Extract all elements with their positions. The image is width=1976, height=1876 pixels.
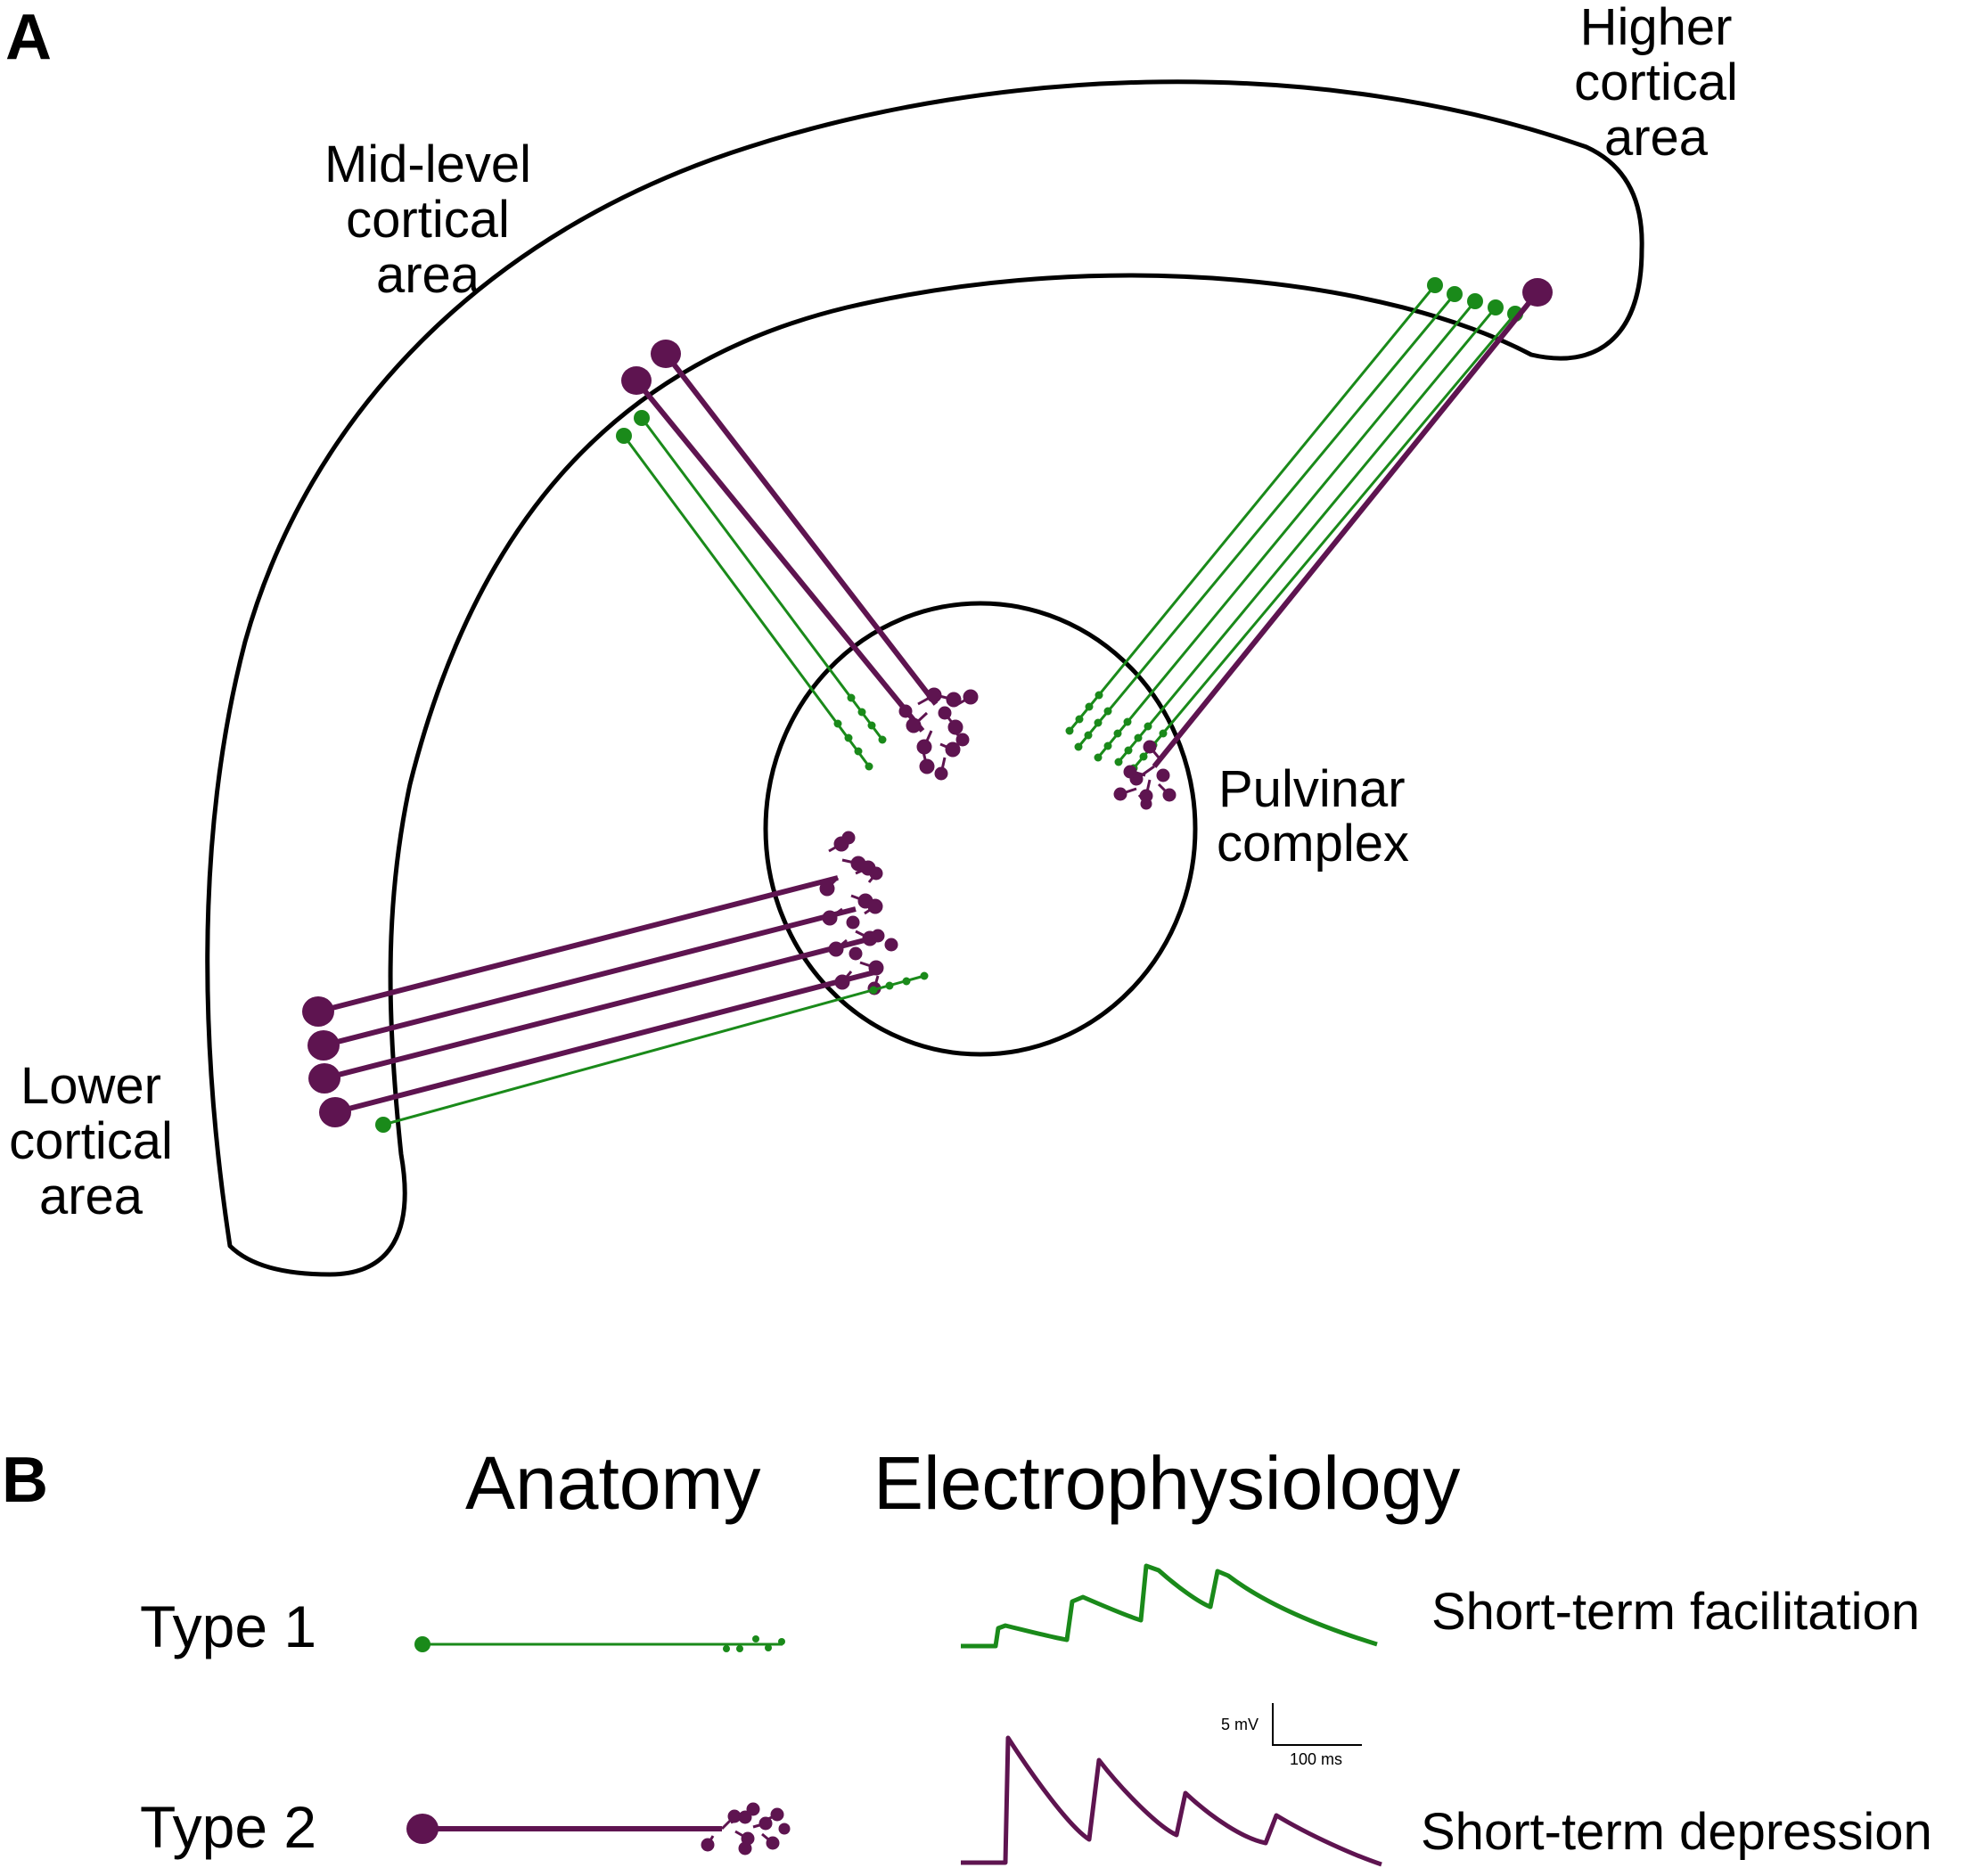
higher-area-label: Higher cortical area	[1574, 0, 1738, 167]
higher-type1-axon	[1129, 306, 1523, 773]
mid-area-label: Mid-level cortical area	[324, 135, 531, 304]
type2-effect-label: Short-term depression	[1421, 1803, 1932, 1861]
pulvinar-outline	[763, 601, 1198, 1057]
pulvinar-line-1: Pulvinar	[1218, 760, 1406, 818]
type2-depression-trace	[961, 1735, 1382, 1867]
higher-type1-axon	[1065, 277, 1443, 735]
type1-effect-label: Short-term facilitation	[1431, 1583, 1920, 1641]
mid-area-line-2: cortical	[346, 191, 510, 249]
scale-bar: 5 mV 100 ms	[1221, 1703, 1362, 1768]
cortex-outline	[205, 79, 1644, 1277]
lower-type1-axon	[375, 971, 929, 1133]
higher-type2-axon	[1152, 278, 1553, 768]
lower-area-label: Lower cortical area	[9, 1057, 173, 1225]
mid-level-projections	[616, 340, 979, 781]
lower-type2-axon	[302, 875, 839, 1027]
higher-type1-axon	[1114, 299, 1504, 766]
mid-type2-axon	[621, 366, 925, 733]
lower-type2-terminals	[819, 831, 898, 995]
lower-type2-axon	[308, 938, 865, 1094]
type2-anatomy-neuron	[406, 1802, 791, 1856]
mid-type1-axon	[634, 410, 887, 744]
type1-facilitation-trace	[961, 1563, 1378, 1649]
mid-area-line-3: area	[376, 246, 480, 304]
higher-projections	[1065, 277, 1553, 810]
scale-voltage-label: 5 mV	[1221, 1716, 1259, 1733]
pulvinar-label: Pulvinar complex	[1217, 760, 1409, 872]
higher-area-line-2: cortical	[1574, 53, 1738, 111]
electrophysiology-heading: Electrophysiology	[873, 1441, 1460, 1525]
lower-area-line-1: Lower	[20, 1057, 161, 1115]
anatomy-heading: Anatomy	[465, 1441, 761, 1525]
higher-type2-terminal	[1113, 740, 1177, 810]
lower-type2-axon	[319, 969, 879, 1127]
mid-type2-axon	[651, 340, 939, 706]
lower-area-line-2: cortical	[9, 1112, 173, 1170]
panel-a-label: A	[5, 2, 52, 73]
lower-projections	[302, 831, 929, 1133]
scale-time-label: 100 ms	[1290, 1750, 1342, 1768]
higher-type1-axon	[1094, 293, 1483, 762]
mid-type1-axon	[616, 428, 873, 771]
type1-anatomy-neuron	[414, 1635, 785, 1652]
higher-type1-axon	[1074, 286, 1463, 751]
lower-area-line-3: area	[39, 1167, 143, 1225]
lower-type2-axon	[307, 906, 857, 1061]
higher-area-line-3: area	[1604, 109, 1709, 167]
panel-b-label: B	[2, 1445, 48, 1516]
higher-area-line-1: Higher	[1580, 0, 1733, 56]
pulvinar-line-2: complex	[1217, 815, 1409, 872]
mid-area-line-1: Mid-level	[324, 135, 531, 193]
type2-label: Type 2	[140, 1794, 316, 1860]
mid-type2-terminal	[898, 687, 979, 781]
type1-label: Type 1	[140, 1593, 316, 1659]
